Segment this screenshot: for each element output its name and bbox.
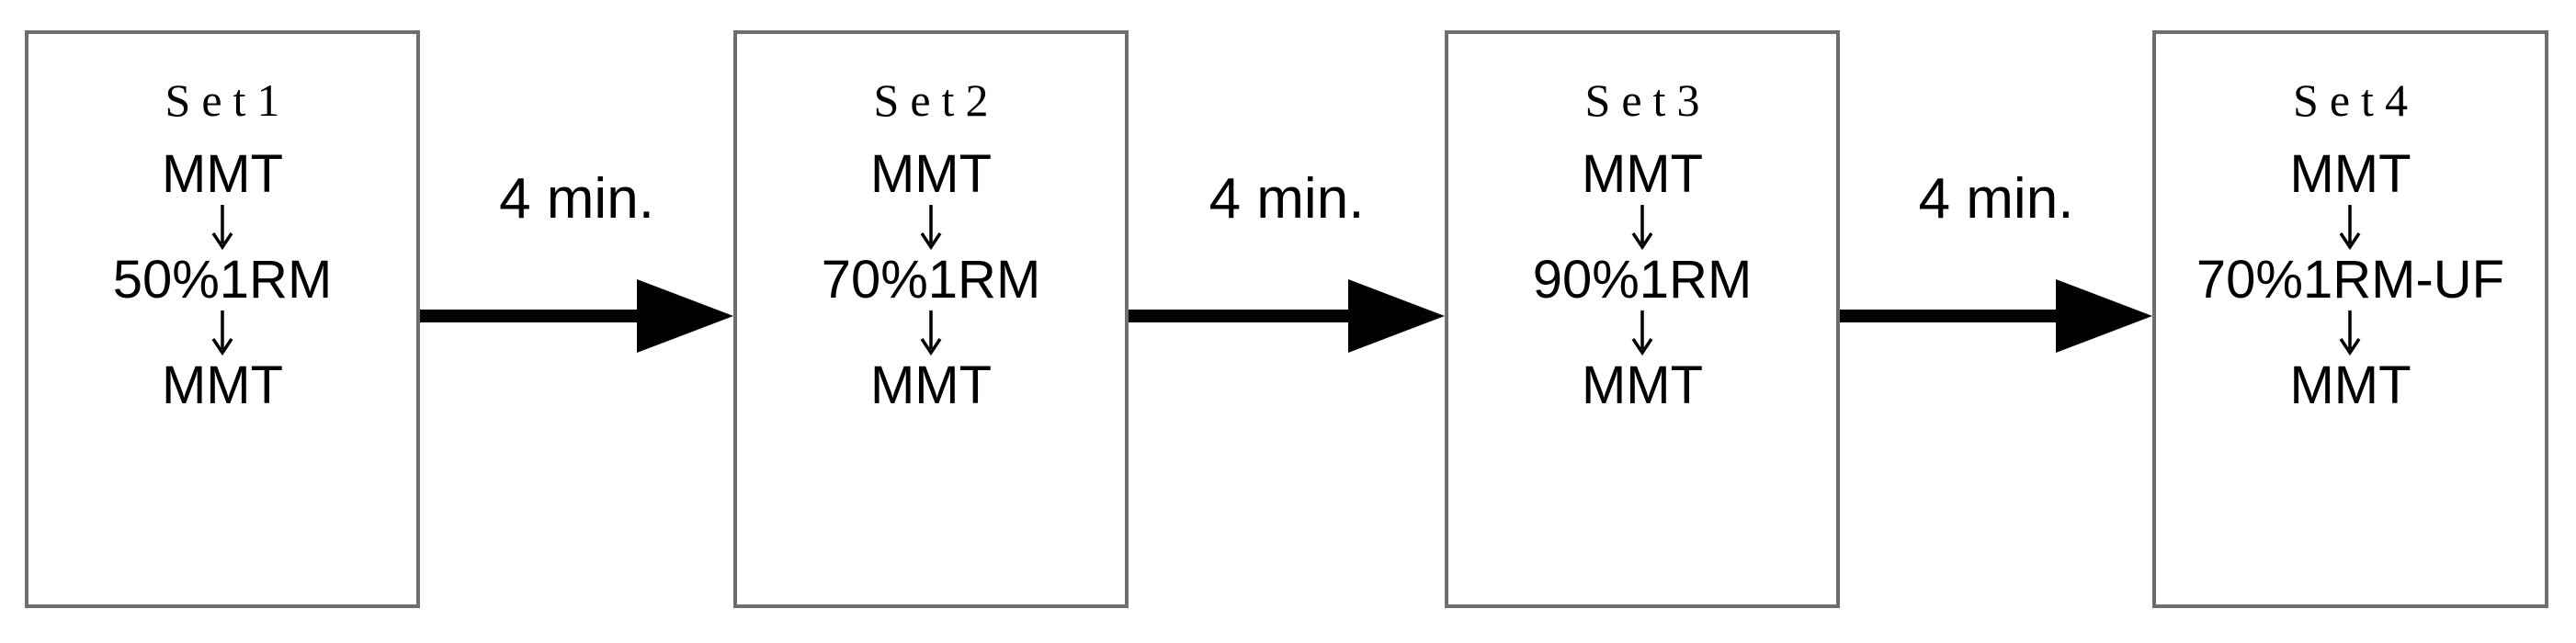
transition-3-arrow-icon [1840,272,2152,360]
set-title-1: Set1 [165,74,291,126]
down-arrow-icon [1627,309,1658,356]
set-box-4: Set4 MMT 70%1RM-UF MMT [2152,30,2548,608]
down-arrow-icon [207,203,238,251]
set-box-1: Set1 MMT 50%1RM MMT [25,30,420,608]
set-2-step-3: MMT [869,355,993,416]
set-box-4-content: Set4 MMT 70%1RM-UF MMT [2156,34,2545,604]
set-2-step-1: MMT [869,144,993,204]
transition-3-label: 4 min. [1918,167,2074,231]
transition-1: 4 min. [420,0,733,643]
set-3-step-3: MMT [1581,355,1704,416]
set-4-step-2: 70%1RM-UF [2196,250,2505,310]
set-4-step-1: MMT [2289,144,2411,204]
set-box-1-content: Set1 MMT 50%1RM MMT [28,34,416,604]
transition-2-label: 4 min. [1209,167,1365,231]
set-1-step-2: 50%1RM [112,250,333,310]
set-3-step-2: 90%1RM [1532,250,1753,310]
transition-3: 4 min. [1840,0,2152,643]
set-box-2: Set2 MMT 70%1RM MMT [733,30,1129,608]
set-2-step-stack: MMT 70%1RM MMT [821,144,1041,416]
down-arrow-icon [915,309,947,356]
transition-2-arrow-icon [1129,272,1445,360]
set-1-step-1: MMT [161,144,284,204]
down-arrow-icon [2334,203,2366,251]
down-arrow-icon [915,203,947,251]
set-1-step-stack: MMT 50%1RM MMT [112,144,333,416]
set-2-step-2: 70%1RM [821,250,1041,310]
down-arrow-icon [2334,309,2366,356]
down-arrow-icon [1627,203,1658,251]
transition-1-arrow-icon [420,272,733,360]
set-box-3: Set3 MMT 90%1RM MMT [1445,30,1840,608]
set-box-3-content: Set3 MMT 90%1RM MMT [1448,34,1836,604]
transition-1-label: 4 min. [499,167,654,231]
set-4-step-stack: MMT 70%1RM-UF MMT [2196,144,2505,416]
down-arrow-icon [207,309,238,356]
transition-2: 4 min. [1129,0,1445,643]
set-title-3: Set3 [1584,74,1711,126]
set-3-step-1: MMT [1581,144,1704,204]
set-box-2-content: Set2 MMT 70%1RM MMT [737,34,1125,604]
set-1-step-3: MMT [161,355,284,416]
set-4-step-3: MMT [2289,355,2411,416]
set-title-2: Set2 [873,74,1000,126]
set-title-4: Set4 [2293,74,2419,126]
set-3-step-stack: MMT 90%1RM MMT [1532,144,1753,416]
